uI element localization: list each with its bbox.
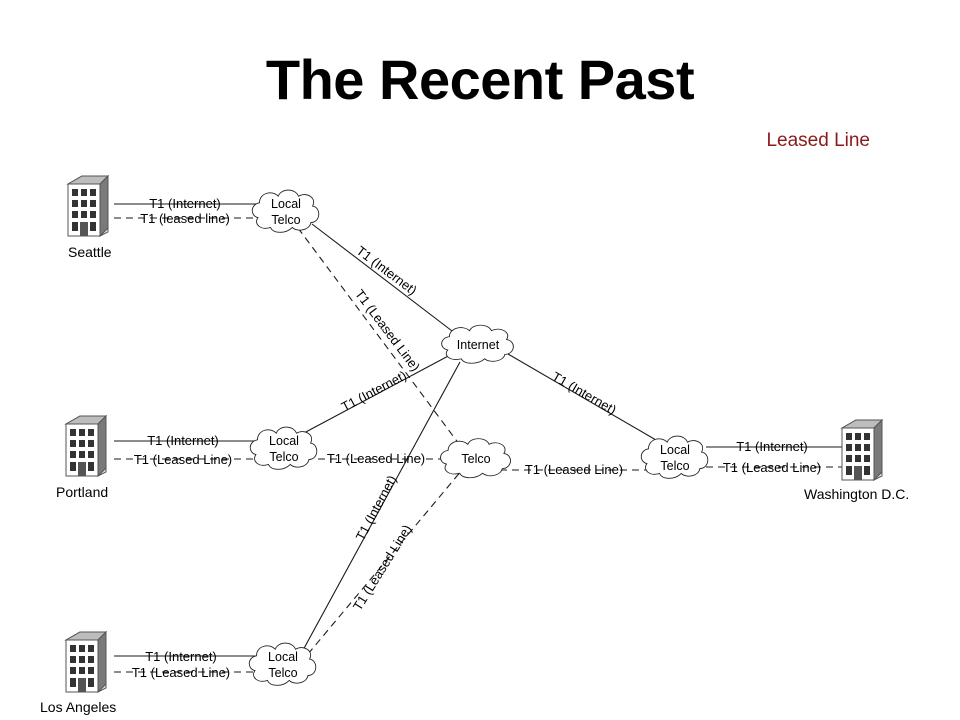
office-building-icon (67, 175, 109, 237)
link-label: T1 (Internet) (149, 196, 221, 211)
slide-title: The Recent Past (265, 48, 695, 111)
cloud-local-telco-dc: Local Telco (640, 435, 709, 479)
site-portland: Portland (56, 415, 108, 500)
svg-text:Telco: Telco (461, 452, 490, 466)
svg-text:Local: Local (268, 650, 298, 664)
sea-telco-internet-link (311, 223, 457, 335)
por-telco-internet-link (301, 353, 453, 435)
office-building-icon (65, 415, 107, 477)
cloud-internet: Internet (441, 324, 514, 364)
link-label: T1 (Internet) (353, 473, 400, 543)
cloud-local-telco-la: Local Telco (248, 642, 317, 686)
svg-text:Local: Local (660, 443, 690, 457)
site-label-los-angeles: Los Angeles (40, 699, 116, 715)
link-label: T1 (Leased Line) (525, 462, 623, 477)
site-washington-dc: Washington D.C. (804, 419, 909, 502)
site-label-portland: Portland (56, 484, 108, 500)
link-label: T1 (Internet) (145, 649, 217, 664)
link-label: T1 (Leased Line) (132, 665, 230, 680)
cloud-local-telco-seattle: Local Telco (251, 189, 320, 233)
site-label-seattle: Seattle (68, 244, 112, 260)
svg-text:Local: Local (269, 434, 299, 448)
link-label: T1 (Leased Line) (134, 452, 232, 467)
internet-dc-telco-link (507, 353, 657, 441)
la-telco-telco-link (307, 469, 463, 655)
svg-text:Telco: Telco (660, 459, 689, 473)
link-label: T1 (Internet) (147, 433, 219, 448)
svg-text:Telco: Telco (271, 213, 300, 227)
link-labels: T1 (Internet) T1 (leased line) T1 (Inter… (132, 196, 821, 680)
rotated-link-labels: T1 (Internet) T1 (Leased Line) T1 (Inter… (339, 243, 619, 613)
link-label: T1 (Leased Line) (723, 460, 821, 475)
link-label: T1 (Leased Line) (327, 451, 425, 466)
connections (114, 203, 842, 673)
subtitle: Leased Line (766, 130, 870, 151)
cloud-telco: Telco (440, 438, 511, 479)
office-building-icon (841, 419, 883, 481)
link-label: T1 (Internet) (339, 368, 409, 415)
sea-telco-telco-link (297, 227, 463, 449)
link-label: T1 (Internet) (736, 439, 808, 454)
link-label: T1 (Leased Line) (352, 287, 423, 375)
site-seattle: Seattle (67, 175, 112, 260)
site-los-angeles: Los Angeles (40, 631, 116, 715)
office-building-icon (65, 631, 107, 693)
link-label: T1 (Internet) (550, 369, 619, 418)
la-telco-internet-link (301, 361, 461, 653)
svg-text:Internet: Internet (457, 338, 500, 352)
cloud-local-telco-portland: Local Telco (249, 426, 318, 470)
svg-text:Telco: Telco (269, 450, 298, 464)
site-label-washington-dc: Washington D.C. (804, 486, 909, 502)
svg-text:Local: Local (271, 197, 301, 211)
svg-text:Telco: Telco (268, 666, 297, 680)
link-label: T1 (leased line) (140, 211, 230, 226)
